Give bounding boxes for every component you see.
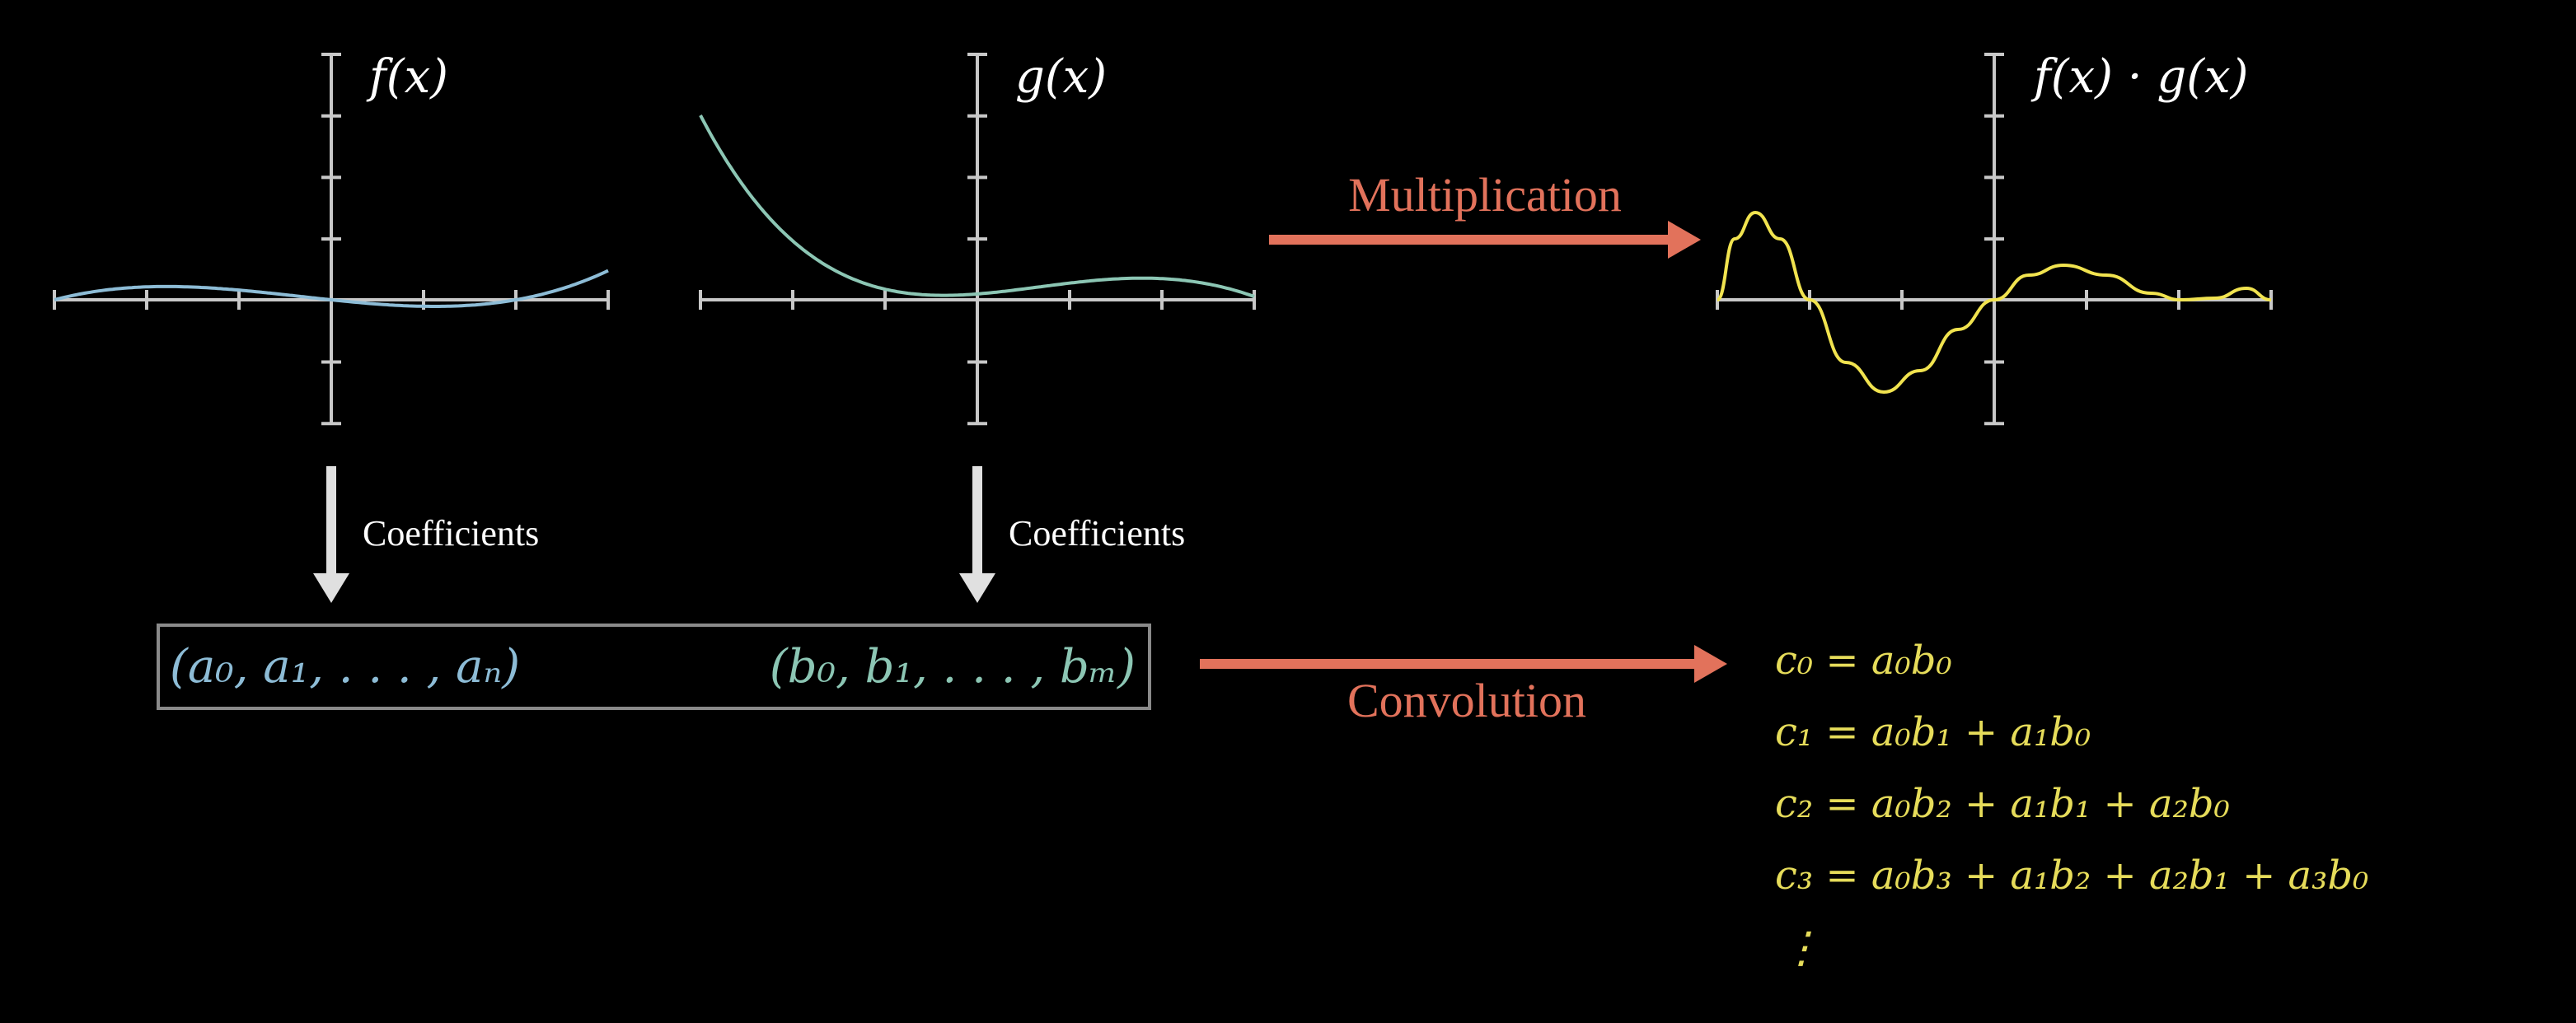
convolution-arrow-head (1694, 645, 1727, 683)
f-axes (53, 53, 610, 426)
coefficients-label-left: Coefficients (363, 513, 539, 554)
equation-c2: c₂ = a₀b₂ + a₁b₁ + a₂b₀ (1775, 781, 2230, 827)
equation-c1: c₁ = a₀b₁ + a₁b₀ (1775, 709, 2091, 755)
b-coefficients: (b₀, b₁, . . . , bₘ) (770, 640, 1136, 694)
g-curve (699, 114, 1255, 298)
coefficients-arrow-right-head (959, 573, 995, 603)
multiplication-label: Multiplication (1348, 168, 1622, 222)
g-label: g(x) (1015, 50, 1107, 104)
a-coefficients: (a₀, a₁, . . . , aₙ) (170, 640, 520, 694)
equation-ellipsis: ⋮ (1780, 923, 1823, 973)
coefficients-arrow-left: Coefficients (313, 466, 539, 603)
product-curve (1716, 210, 2272, 395)
coefficients-label-right: Coefficients (1009, 513, 1185, 554)
coefficients-arrow-right: Coefficients (959, 466, 1185, 603)
equation-c3: c₃ = a₀b₃ + a₁b₂ + a₂b₁ + a₃b₀ (1775, 852, 2368, 899)
multiplication-arrow: Multiplication (1269, 168, 1701, 259)
f-label: f(x) (366, 50, 448, 104)
convolution-equations: c₀ = a₀b₀ c₁ = a₀b₁ + a₁b₀ c₂ = a₀b₂ + a… (1775, 638, 2368, 973)
f-graph: f(x) (53, 50, 610, 426)
coefficients-arrow-left-head (313, 573, 349, 603)
multiplication-arrow-head (1668, 221, 1701, 259)
convolution-arrow: Convolution (1200, 645, 1727, 727)
coefficient-box-border (157, 624, 1151, 710)
g-axes (699, 53, 1256, 426)
product-axes (1716, 53, 2273, 426)
f-curve (54, 269, 609, 308)
equation-c0: c₀ = a₀b₀ (1775, 638, 1952, 684)
convolution-label: Convolution (1347, 674, 1586, 727)
product-graph: f(x) · g(x) (1716, 50, 2273, 426)
product-label: f(x) · g(x) (2030, 50, 2249, 104)
g-graph: g(x) (699, 50, 1256, 426)
coefficient-box: (a₀, a₁, . . . , aₙ) (b₀, b₁, . . . , bₘ… (157, 624, 1151, 710)
